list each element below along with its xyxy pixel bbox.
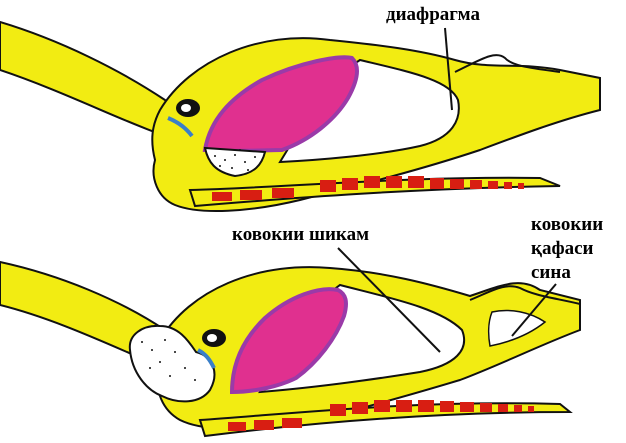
top-hind-leg xyxy=(0,22,174,134)
label-thoracic-cavity: ковокии қафаси сина xyxy=(531,213,603,285)
label-thoracic-line-1: ковокии xyxy=(531,213,603,237)
label-thoracic-line-2: қафаси xyxy=(531,237,603,261)
bottom-kidney-inner xyxy=(207,334,217,342)
label-abdominal-cavity: ковокии шикам xyxy=(232,224,369,246)
top-kidney-inner xyxy=(181,104,191,112)
label-diaphragm: диафрагма xyxy=(386,4,480,26)
label-thoracic-line-3: сина xyxy=(531,261,603,285)
top-panel xyxy=(0,22,600,211)
bottom-panel xyxy=(0,248,580,436)
